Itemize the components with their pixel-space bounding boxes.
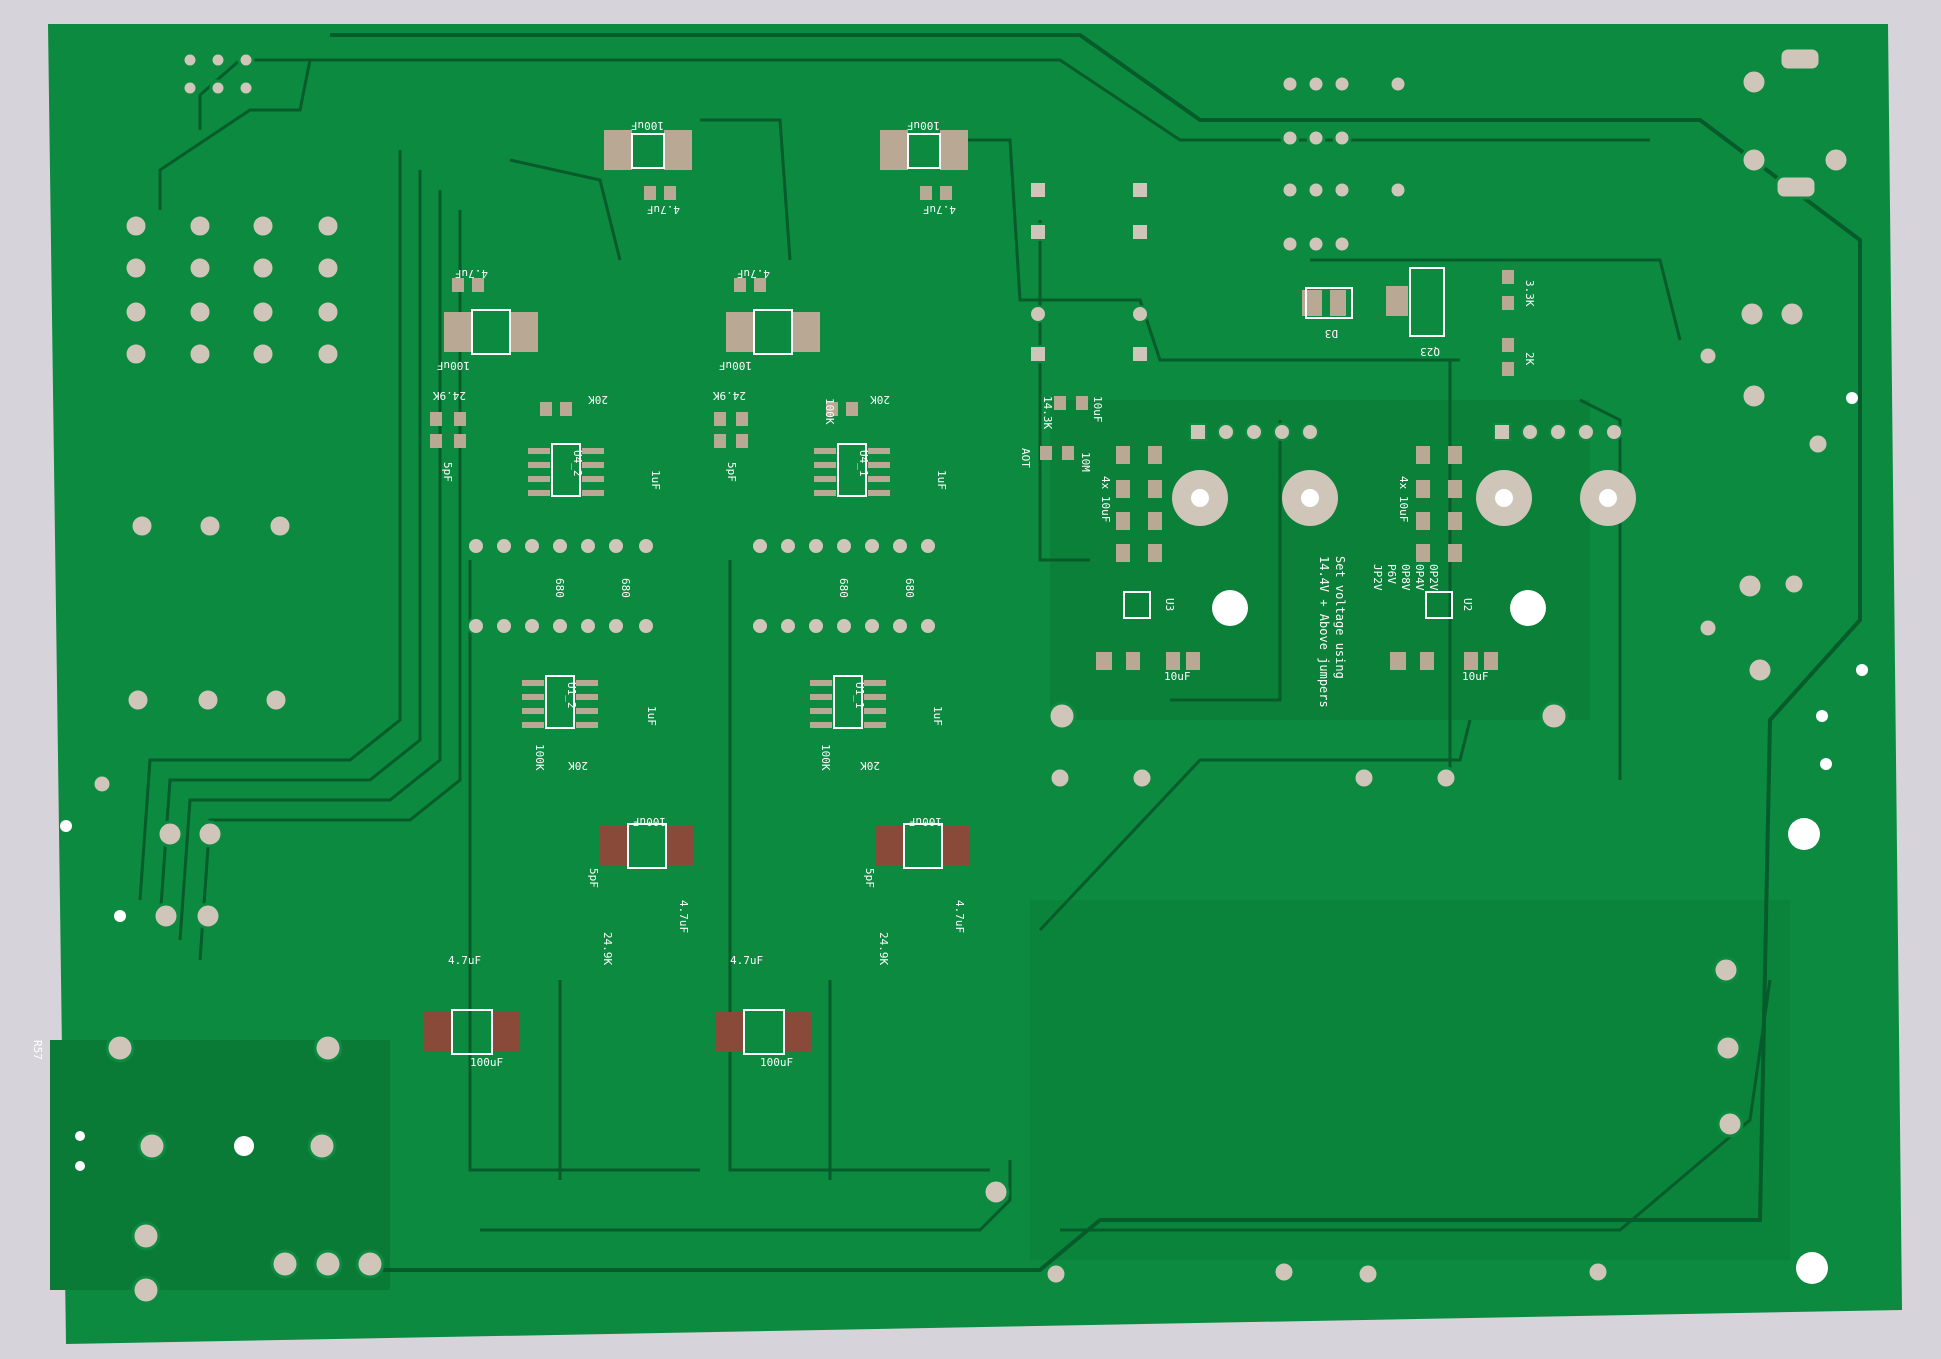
traces [138, 33, 1862, 1272]
label-bottom-small-cap-3: 4.7uF [448, 954, 481, 967]
label-small-cap-4: 4.7uF [737, 267, 770, 280]
label-top-cap-3: 100uF [437, 359, 470, 372]
ic-leads [522, 448, 890, 728]
label-24k9-b: 24.9K [713, 389, 746, 402]
label-0p4v: 0P4V [1413, 564, 1426, 591]
label-1uf-a: 1uF [649, 470, 662, 490]
label-10uf-top: 10uF [1091, 396, 1104, 423]
power-caps [1096, 446, 1498, 670]
label-680-d: 680 [903, 578, 916, 598]
label-2k: 2K [1523, 352, 1536, 366]
label-10uf-u3: 10uF [1164, 670, 1191, 683]
label-20k-c: 20K [568, 759, 588, 772]
label-bottom-small-cap-4: 4.7uF [730, 954, 763, 967]
label-20k-a: 20K [588, 393, 608, 406]
connector-pads-right [982, 46, 1850, 1286]
label-100k-c: 100K [819, 744, 832, 771]
label-24k9-a: 24.9K [433, 389, 466, 402]
label-3k3: 3.3K [1523, 280, 1536, 307]
label-note-line1: Set voltage using [1333, 556, 1347, 679]
smd-caps-bottom [424, 823, 970, 1055]
regulator-pads [1172, 470, 1636, 526]
label-r57: R57 [31, 1040, 44, 1060]
label-4x10uf-b: 4x 10uF [1397, 476, 1410, 522]
label-680-c: 680 [837, 578, 850, 598]
connector-grid-left [91, 51, 385, 1305]
label-5pf-a: 5pF [441, 462, 454, 482]
mounting-holes [60, 392, 1868, 1284]
label-5pf-d: 5pF [863, 868, 876, 888]
label-5pf-b: 5pF [725, 462, 738, 482]
label-20k-d: 20K [860, 759, 880, 772]
label-jp2v: JP2V [1371, 564, 1384, 591]
label-1uf-c: 1uF [645, 706, 658, 726]
ground-pour-bottom-left [50, 1040, 390, 1290]
label-10m: 10M [1079, 452, 1092, 472]
label-top-cap-4: 100uF [719, 359, 752, 372]
label-small-cap-1: 4.7uF [647, 203, 680, 216]
label-u2: U2 [1461, 598, 1474, 611]
label-top-cap-1: 100uF [631, 119, 664, 132]
label-top-cap-2: 100uF [907, 119, 940, 132]
label-100k-b: 100K [533, 744, 546, 771]
label-small-cap-3: 4.7uF [455, 267, 488, 280]
label-note-line2: 14.4V + Above jumpers [1317, 556, 1331, 708]
label-bottom-cap-4: 100uF [760, 1056, 793, 1069]
label-u1-1: U1_1 [853, 682, 866, 709]
label-24k9-c: 24.9K [601, 932, 614, 965]
label-1uf-b: 1uF [935, 470, 948, 490]
label-bottom-cap-1: 100uF [633, 815, 666, 828]
label-1uf-d: 1uF [931, 706, 944, 726]
label-bottom-cap-2: 100uF [909, 815, 942, 828]
label-q23: Q23 [1420, 345, 1440, 358]
label-u4-2: U4_2 [571, 450, 584, 477]
label-u1-2: U1_2 [565, 682, 578, 709]
label-bottom-small-cap-2: 4.7uF [953, 900, 966, 933]
label-4x10uf-a: 4x 10uF [1099, 476, 1112, 522]
label-100k-a: 100K [823, 398, 836, 425]
label-24k9-d: 24.9K [877, 932, 890, 965]
label-10uf-u2: 10uF [1462, 670, 1489, 683]
label-bottom-small-cap-1: 4.7uF [677, 900, 690, 933]
label-d3: D3 [1325, 327, 1338, 340]
label-aot: AOT [1019, 448, 1032, 468]
label-small-cap-2: 4.7uF [923, 203, 956, 216]
label-680-b: 680 [619, 578, 632, 598]
label-14k3: 14.3K [1041, 396, 1054, 429]
header-pins [1029, 181, 1623, 441]
label-bottom-cap-3: 100uF [470, 1056, 503, 1069]
label-u3: U3 [1163, 598, 1176, 611]
label-5pf-c: 5pF [587, 868, 600, 888]
label-p6v: P6V [1385, 564, 1398, 584]
label-0p8v: 0P8V [1399, 564, 1412, 591]
ground-pour-bottom-right [1030, 900, 1790, 1260]
ic-outlines [545, 267, 1453, 729]
label-20k-b: 20K [870, 393, 890, 406]
smd-caps-top [444, 130, 968, 355]
label-680-a: 680 [553, 578, 566, 598]
opamp-pad-rows [467, 537, 937, 635]
silkscreen-labels: R57 D3 Q23 3.3K 2K 10uF 14.3K 10M AOT 4x… [31, 119, 1536, 1069]
label-u4-1: U4_1 [857, 450, 870, 477]
label-0p2v: 0P2V [1427, 564, 1440, 591]
